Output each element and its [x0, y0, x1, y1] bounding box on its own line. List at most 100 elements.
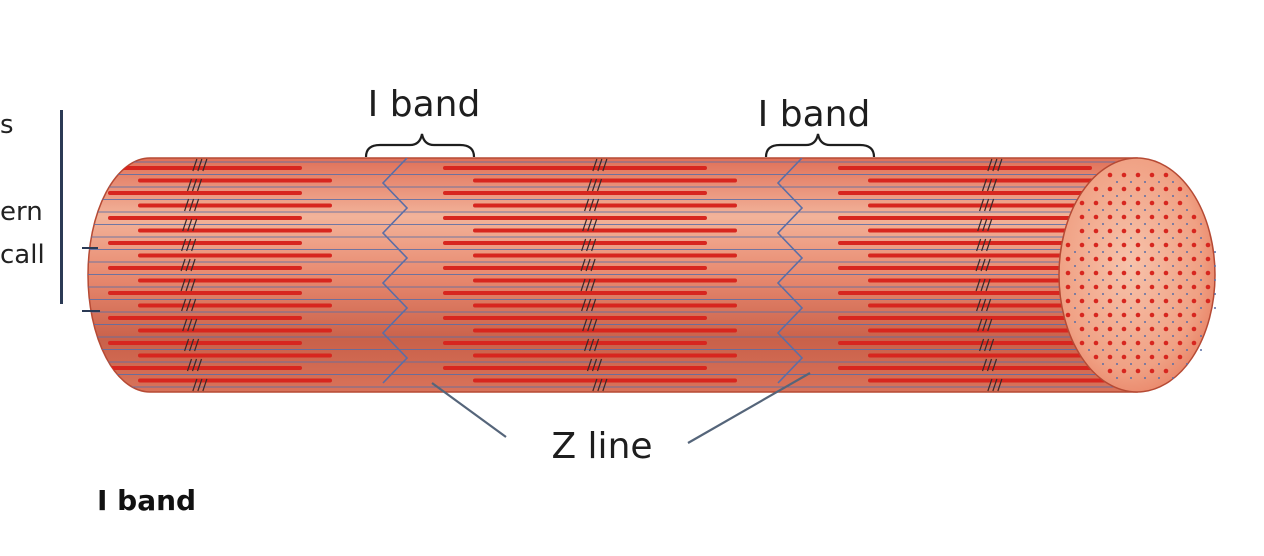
cap-dot-thick	[1191, 312, 1197, 318]
cap-dot-thick	[1177, 284, 1183, 290]
cap-dot-thick	[1065, 312, 1071, 318]
cap-dot-thin	[1102, 363, 1104, 365]
cap-dot-thick	[1093, 214, 1099, 220]
cap-dot-thick	[1163, 200, 1169, 206]
cap-dot-thick	[1093, 242, 1099, 248]
cap-dot-thick	[1177, 186, 1183, 192]
cap-dot-thick	[1177, 256, 1183, 262]
cap-dot-thick	[1163, 256, 1169, 262]
cap-dot-thin	[1158, 349, 1160, 351]
cap-dot-thick	[1205, 284, 1211, 290]
striation-mark	[590, 258, 596, 272]
striation-mark	[589, 198, 595, 212]
cap-dot-thick	[1149, 284, 1155, 290]
cap-dot-thick	[1135, 340, 1141, 346]
cap-dot-thin	[1116, 181, 1118, 183]
cap-dot-thin	[1116, 335, 1118, 337]
i-band-left-bracket	[364, 133, 476, 158]
cap-dot-thick	[1149, 256, 1155, 262]
cap-dot-thin	[1144, 321, 1146, 323]
partial-text-fragment-1: s	[0, 110, 14, 140]
cap-dot-thick	[1177, 326, 1183, 332]
cap-dot-thin	[1130, 223, 1132, 225]
striation-mark	[186, 178, 193, 192]
cap-dot-thick	[1079, 326, 1085, 332]
cap-dot-thin	[1214, 307, 1216, 309]
striation-mark	[185, 278, 191, 292]
cap-dot-thin	[1200, 321, 1202, 323]
cap-dot-thick	[1149, 298, 1155, 304]
cap-dot-thin	[1186, 251, 1188, 253]
cap-dot-thick	[1177, 312, 1183, 318]
striation-mark	[581, 298, 587, 312]
cap-dot-thick	[1135, 228, 1141, 234]
cap-dot-thick	[1177, 270, 1183, 276]
cap-dot-thin	[1200, 349, 1202, 351]
cap-dot-thin	[1074, 265, 1076, 267]
striation-mark	[592, 378, 598, 392]
striation-mark	[191, 238, 197, 252]
cap-dot-thick	[1135, 214, 1141, 220]
striation-mark	[582, 218, 588, 232]
cap-dot-thin	[1102, 293, 1104, 295]
cap-dot-thin	[1200, 265, 1202, 267]
cap-dot-thick	[1107, 186, 1113, 192]
cap-dot-thick	[1177, 228, 1183, 234]
cap-dot-thick	[1149, 214, 1155, 220]
striation-mark	[987, 318, 993, 332]
striation-mark	[192, 318, 198, 332]
cap-dot-thin	[1172, 377, 1174, 379]
cap-dot-thick	[1191, 270, 1197, 276]
cap-dot-thin	[1088, 237, 1090, 239]
cap-dot-thick	[1121, 284, 1127, 290]
cap-dot-thin	[1144, 223, 1146, 225]
cap-dot-thin	[1186, 195, 1188, 197]
cap-dot-thick	[1191, 228, 1197, 234]
cap-dot-thin	[1172, 321, 1174, 323]
striation-mark	[977, 218, 983, 232]
cap-dot-thin	[1088, 223, 1090, 225]
cap-dot-thick	[1205, 270, 1211, 276]
striation-mark	[979, 198, 985, 212]
cap-dot-thick	[1163, 186, 1169, 192]
partial-text-fragment-3: call	[0, 240, 45, 270]
striation-mark	[594, 198, 600, 212]
cap-dot-thick	[1107, 242, 1113, 248]
striation-mark	[187, 318, 193, 332]
striation-mark	[589, 338, 595, 352]
cap-dot-thick	[1135, 368, 1141, 374]
cap-dot-thin	[1158, 321, 1160, 323]
tick-marks	[82, 247, 100, 312]
cap-dot-thin	[1130, 293, 1132, 295]
cap-dot-thick	[1149, 354, 1155, 360]
striation-mark	[594, 338, 600, 352]
striation-mark	[980, 278, 986, 292]
cap-dot-thick	[1163, 312, 1169, 318]
cap-dot-thick	[1107, 312, 1113, 318]
cap-dot-thin	[1214, 251, 1216, 253]
cap-dot-thick	[1107, 326, 1113, 332]
cap-dot-thick	[1149, 368, 1155, 374]
cap-dot-thin	[1144, 279, 1146, 281]
cap-dot-thin	[1102, 335, 1104, 337]
cap-dot-thin	[1186, 349, 1188, 351]
cap-dot-thin	[1144, 307, 1146, 309]
striation-mark	[986, 298, 992, 312]
cap-dot-thick	[1177, 242, 1183, 248]
striation-mark	[986, 358, 993, 372]
striation-mark	[186, 298, 192, 312]
cap-dot-thick	[1107, 200, 1113, 206]
cap-dot-thin	[1172, 363, 1174, 365]
cap-dot-thick	[1065, 256, 1071, 262]
striation-mark	[187, 218, 193, 232]
cap-dot-thin	[1088, 321, 1090, 323]
striation-mark	[981, 178, 988, 192]
striation-mark	[580, 258, 586, 272]
cap-dot-thick	[1135, 242, 1141, 248]
cap-dot-thick	[1191, 214, 1197, 220]
striation-mark	[991, 178, 998, 192]
cap-dot-thin	[1158, 363, 1160, 365]
striation-mark	[981, 358, 988, 372]
cap-dot-thick	[1107, 368, 1113, 374]
cap-dot-thin	[1116, 195, 1118, 197]
